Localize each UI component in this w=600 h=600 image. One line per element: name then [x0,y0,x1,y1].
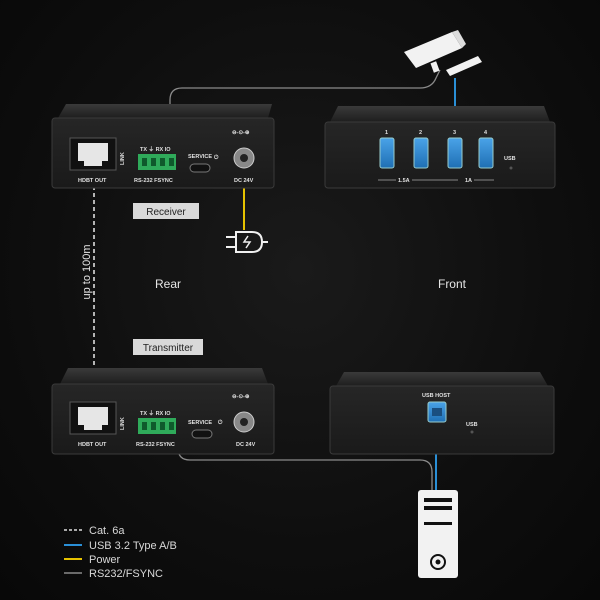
usb-port-1 [379,137,395,169]
link-label: LINK [120,152,126,165]
hdbt-out-label: HDBT OUT [78,442,107,448]
hdbt-out-label: HDBT OUT [78,178,107,184]
usb-host-label: USB HOST [422,393,451,399]
legend-label-power: Power [89,554,121,566]
service-port-receiver [189,163,211,173]
rs232-terminal-receiver [138,154,176,170]
front-label: Front [438,277,467,291]
legend-label-cat6: Cat. 6a [89,525,125,537]
dc-label: DC 24V [234,178,254,184]
service-port-transmitter [191,429,213,439]
rs232-label: RS-232 FSYNC [136,442,175,448]
transmitter-label: Transmitter [143,343,194,354]
legend-label-usb: USB 3.2 Type A/B [89,540,177,552]
usb-port-3 [447,137,463,169]
tx-rx-label: TX ⏚ RX IO [140,410,171,417]
power-plug-icon [226,231,268,253]
rs232-cable-receiver [169,69,441,148]
receiver-label: Receiver [146,207,186,218]
usb-port-4-label: 4 [484,130,488,136]
dc-polarity-label: ⊖-⊙-⊕ [232,130,250,136]
camera-icon [404,30,482,76]
dc-label: DC 24V [236,442,256,448]
rs232-label: RS-232 FSYNC [134,178,173,184]
transmitter-front-unit: USB HOST USB [329,372,555,455]
transmitter-rear-unit: HDBT OUT LINK TX ⏚ RX IO RS-232 FSYNC SE… [51,368,275,455]
legend: Cat. 6a USB 3.2 Type A/B Power RS232/FSY… [64,525,177,580]
service-label: SERVICE [188,420,212,426]
power-symbol-icon: ⏻ [214,154,219,161]
usb-a-ports: 1 2 3 4 [379,130,494,169]
usb-port-1-label: 1 [385,130,388,136]
current-1-5a-label: 1.5A [398,178,410,184]
usb-led-label: USB [504,156,516,162]
usb-port-4 [478,137,494,169]
legend-label-rs232: RS232/FSYNC [89,568,163,580]
usb-port-3-label: 3 [453,130,456,136]
current-1a-label: 1A [465,178,472,184]
receiver-front-unit: 1 2 3 4 USB 1.5A 1A [324,106,556,189]
service-label: SERVICE [188,154,212,160]
rs232-terminal-transmitter [138,418,176,434]
dc-polarity-label: ⊖-⊙-⊕ [232,394,250,400]
power-symbol-icon: ⏻ [218,419,223,426]
rear-label: Rear [155,277,181,291]
usb-port-2 [413,137,429,169]
tx-rx-label: TX ⏚ RX IO [140,146,171,153]
link-label: LINK [120,417,126,430]
distance-label: up to 100m [81,244,93,299]
receiver-rear-unit: HDBT OUT LINK TX ⏚ RX IO RS-232 FSYNC SE… [51,104,275,189]
computer-tower-icon [418,490,458,578]
usb-led-label: USB [466,422,478,428]
usb-port-2-label: 2 [419,130,422,136]
